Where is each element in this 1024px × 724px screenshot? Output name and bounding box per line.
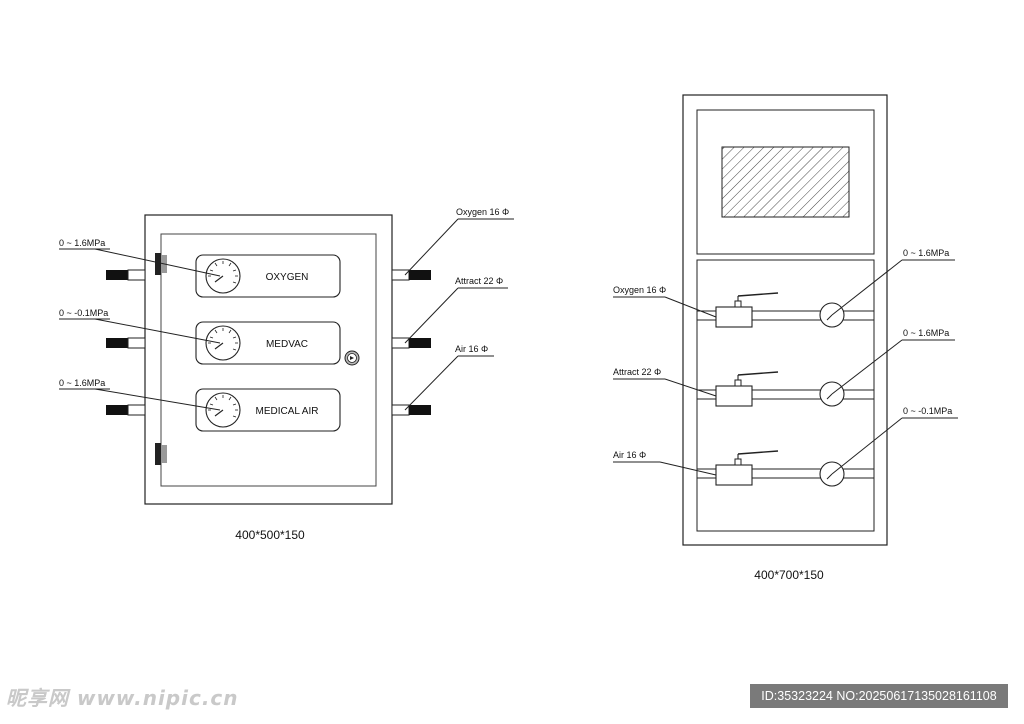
- pressure-label: 0 ~ -0.1MPa: [903, 406, 952, 416]
- pipe-leaders: [613, 296, 717, 476]
- watermark-id-banner: ID:35323224 NO:20250617135028161108: [750, 684, 1008, 708]
- gauge-icon: [205, 392, 241, 428]
- hinge-bottom: [155, 443, 167, 465]
- ball-valve-icon: [715, 292, 779, 328]
- outlet-label: Attract 22 Φ: [455, 276, 503, 286]
- panel-label-oxygen: OXYGEN: [266, 272, 309, 283]
- panel-medvac: MEDVAC: [195, 321, 341, 365]
- pressure-leaders-left: [59, 248, 221, 411]
- gauge-icon: [205, 258, 241, 294]
- outlet-leaders: [404, 218, 514, 411]
- panel-medical-air: MEDICAL AIR: [195, 388, 341, 432]
- pressure-label: 0 ~ 1.6MPa: [59, 378, 105, 388]
- pipe-label: Air 16 Φ: [613, 450, 646, 460]
- watermark-logo: 昵享网 www.nipic.cn: [6, 686, 239, 710]
- right-cabinet: Oxygen 16 Φ Attract 22 Φ Air 16 Φ 0 ~ 1.…: [613, 94, 958, 582]
- pressure-label: 0 ~ 1.6MPa: [59, 238, 105, 248]
- gauge-icon: [205, 325, 241, 361]
- display-window: [721, 146, 850, 218]
- ball-valve-icon: [715, 371, 779, 407]
- ball-valve-icon: [715, 450, 779, 486]
- pipe-row-2: [697, 371, 874, 407]
- pressure-label: 0 ~ -0.1MPa: [59, 308, 108, 318]
- pressure-label: 0 ~ 1.6MPa: [903, 248, 949, 258]
- dimension-caption-right: 400*700*150: [754, 568, 824, 582]
- outlet-label: Oxygen 16 Φ: [456, 207, 509, 217]
- lock-icon: [344, 350, 360, 366]
- panel-oxygen: OXYGEN: [195, 254, 341, 298]
- panel-label-medvac: MEDVAC: [266, 339, 308, 350]
- right-pipe-2: [391, 337, 431, 349]
- left-pipe-2: [106, 337, 146, 349]
- pressure-leaders-right: [831, 259, 958, 475]
- pressure-label: 0 ~ 1.6MPa: [903, 328, 949, 338]
- pipe-row-3: [697, 450, 874, 487]
- dimension-caption-left: 400*500*150: [235, 528, 305, 542]
- right-pipe-3: [391, 404, 431, 416]
- right-pipe-1: [391, 269, 431, 281]
- left-cabinet: OXYGEN MEDVAC: [59, 207, 514, 542]
- outlet-label: Air 16 Φ: [455, 344, 488, 354]
- pipe-label: Attract 22 Φ: [613, 367, 661, 377]
- left-pipe-3: [106, 404, 146, 416]
- panel-label-medical-air: MEDICAL AIR: [256, 406, 319, 417]
- pipe-row-1: [697, 292, 874, 328]
- pipe-label: Oxygen 16 Φ: [613, 285, 666, 295]
- left-pipe-1: [106, 269, 146, 281]
